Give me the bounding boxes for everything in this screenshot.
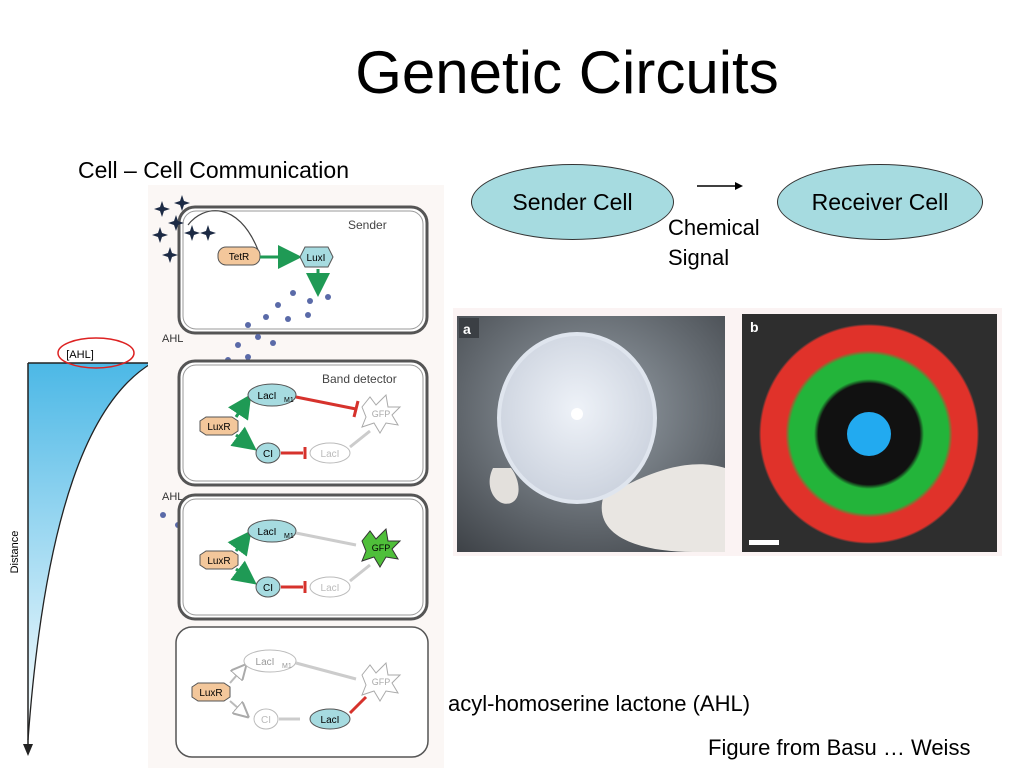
ci-label: CI — [263, 449, 273, 460]
sender-title: Sender — [348, 218, 387, 232]
laci-node-3 — [309, 708, 351, 730]
luxr-label: LuxR — [207, 422, 230, 433]
axis-arrow-icon — [23, 744, 33, 756]
panel-b-photo: b — [742, 314, 997, 552]
gradient-curve — [27, 362, 153, 741]
signal-arrow-icon — [697, 182, 743, 190]
laci-m1-node-2 — [247, 519, 297, 543]
m1-subscript: M1 — [284, 397, 294, 404]
laci-m1-label-3: LacI — [256, 657, 275, 668]
slide-title: Genetic Circuits — [355, 39, 779, 106]
ahl-label-1: AHL — [162, 333, 183, 345]
laci-m1-node — [247, 383, 297, 407]
tetr-label: TetR — [229, 252, 250, 263]
circuit-diagram: Sender TetR LuxI AHL AHL Band detector L… — [148, 185, 444, 768]
sender-center — [847, 412, 891, 456]
laci-node — [309, 442, 351, 464]
receiver-cell-label: Receiver Cell — [811, 188, 949, 215]
laci-m1-label-2: LacI — [258, 527, 277, 538]
panel-a-label: a — [463, 321, 471, 337]
gfp-label: GFP — [372, 409, 391, 419]
laci-label: LacI — [321, 449, 340, 460]
gfp-off-icon-2 — [361, 661, 402, 702]
luxr-label-3: LuxR — [199, 688, 222, 699]
ci-node — [255, 442, 281, 464]
laci-label-2: LacI — [321, 583, 340, 594]
ahl-caption: acyl-homoserine lactone (AHL) — [448, 691, 751, 716]
laci-m1-label: LacI — [258, 391, 277, 402]
sender-cell-ellipse: Sender Cell — [471, 164, 674, 240]
m1-subscript-3: M1 — [282, 663, 292, 670]
panel-b-label: b — [750, 319, 759, 335]
luxi-box — [299, 246, 334, 268]
ahl-marker: [AHL] — [66, 349, 94, 361]
ci-label-3: CI — [261, 715, 271, 726]
chemical-signal-label: Chemical Signal — [668, 213, 760, 273]
gfp-label-3: GFP — [372, 677, 391, 687]
luxi-label: LuxI — [307, 253, 326, 264]
ci-label-2: CI — [263, 583, 273, 594]
gfp-off-icon — [361, 393, 402, 434]
signal-line-1: Chemical — [668, 215, 760, 240]
receiver-cell-ellipse: Receiver Cell — [777, 164, 983, 240]
ahl-gradient-fill — [28, 363, 152, 740]
subtitle: Cell – Cell Communication — [78, 157, 349, 183]
ahl-highlight-circle — [57, 337, 135, 369]
gfp-on-icon — [361, 527, 402, 568]
luxr-box-3 — [191, 682, 231, 702]
glove-hand — [601, 464, 725, 552]
sender-cell-label: Sender Cell — [512, 188, 633, 215]
ci-node-2 — [255, 576, 281, 598]
ahl-gradient-plot: [AHL] Distance — [9, 337, 153, 756]
laci-m1-node-3 — [243, 649, 297, 673]
band-detector-box — [177, 359, 429, 487]
sender-colony — [571, 408, 583, 420]
m1-subscript-2: M1 — [284, 533, 294, 540]
laci-node-2 — [309, 576, 351, 598]
ci-node-3 — [253, 708, 279, 730]
ahl-label-2: AHL — [162, 491, 183, 503]
scale-bar — [749, 540, 779, 545]
band-detector-low-box — [175, 626, 429, 758]
ahl-sparkles-icon — [152, 195, 216, 263]
signal-line-2: Signal — [668, 245, 730, 270]
distance-label: Distance — [9, 531, 21, 574]
laci-label-3: LacI — [321, 715, 340, 726]
band-detector-title: Band detector — [322, 372, 397, 386]
luxr-label-2: LuxR — [207, 556, 230, 567]
band-detector-on-box — [177, 493, 429, 621]
figure-credit: Figure from Basu … Weiss — [708, 735, 971, 760]
sender-box — [177, 205, 429, 335]
gfp-label-2: GFP — [372, 543, 391, 553]
panel-a-photo: a — [457, 316, 725, 552]
experiment-photos: a b — [453, 308, 1002, 556]
